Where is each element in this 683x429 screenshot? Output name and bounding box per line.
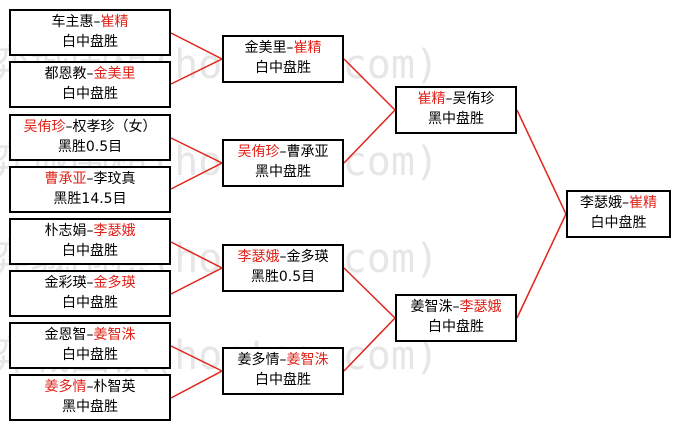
match-box-r1-8: 姜多情–朴智英 黑中盘胜: [9, 374, 171, 421]
match-result: 白中盘胜: [62, 295, 118, 311]
player-b: 姜智洙: [286, 352, 329, 368]
match-result: 白中盘胜: [62, 34, 118, 50]
separator: –: [452, 299, 460, 315]
player-b: 崔精: [100, 14, 129, 30]
connector-line: [343, 267, 397, 372]
player-a: 李瑟娥: [580, 195, 622, 211]
player-a: 朴志娟: [44, 223, 87, 239]
match-result: 黑胜14.5目: [53, 191, 127, 207]
separator: –: [86, 327, 94, 343]
connector-line: [343, 58, 397, 164]
match-result: 白中盘胜: [62, 243, 118, 259]
separator: –: [622, 195, 629, 211]
player-b: 吴侑珍: [452, 91, 495, 107]
match-result: 黑中盘胜: [62, 399, 118, 415]
match-box-r1-7: 金恩智–姜智洙 白中盘胜: [9, 322, 171, 369]
match-result: 白中盘胜: [255, 60, 311, 76]
player-a: 崔精: [417, 91, 446, 107]
player-a: 金恩智: [44, 327, 87, 343]
match-box-r1-4: 曹承亚–李玟真 黑胜14.5目: [9, 166, 171, 213]
match-box-r1-1: 车主惠–崔精 白中盘胜: [9, 9, 171, 56]
player-a: 李瑟娥: [237, 249, 280, 265]
separator: –: [65, 119, 73, 135]
match-box-r1-2: 都恩教–金美里 白中盘胜: [9, 61, 171, 108]
connector-line: [516, 109, 567, 319]
match-box-semi-1: 崔精–吴侑珍 黑中盘胜: [395, 86, 517, 134]
connector-line: [170, 345, 224, 399]
match-box-r1-6: 金彩瑛–金多瑛 白中盘胜: [9, 270, 171, 317]
player-a: 曹承亚: [44, 171, 87, 187]
player-b: 曹承亚: [286, 144, 329, 160]
player-a: 吴侑珍: [23, 119, 66, 135]
match-box-semi-2: 姜智洙–李瑟娥 白中盘胜: [395, 294, 517, 342]
match-result: 白中盘胜: [428, 319, 484, 335]
match-result: 黑中盘胜: [255, 164, 311, 180]
connector-line: [170, 32, 224, 85]
separator: –: [286, 40, 294, 56]
match-box-r2-1: 金美里–崔精 白中盘胜: [222, 35, 344, 83]
separator: –: [86, 171, 94, 187]
match-box-r2-3: 李瑟娥–金多瑛 黑胜0.5目: [222, 244, 344, 292]
player-b: 权孝珍（女）: [72, 119, 157, 135]
match-box-r1-3: 吴侑珍–权孝珍（女） 黑胜0.5目: [9, 114, 171, 161]
player-a: 都恩教: [44, 66, 87, 82]
separator: –: [86, 275, 94, 291]
player-b: 崔精: [629, 195, 657, 211]
player-a: 车主惠: [51, 14, 94, 30]
player-b: 李玟真: [93, 171, 136, 187]
player-a: 姜多情: [44, 379, 87, 395]
connector-line: [170, 137, 224, 190]
match-result: 白中盘胜: [62, 347, 118, 363]
player-a: 金美里: [244, 40, 287, 56]
match-result: 白中盘胜: [590, 215, 647, 231]
match-result: 黑中盘胜: [428, 111, 484, 127]
player-b: 朴智英: [93, 379, 136, 395]
separator: –: [279, 249, 287, 265]
match-box-r2-4: 姜多情–姜智洙 白中盘胜: [222, 347, 344, 395]
player-b: 李瑟娥: [93, 223, 136, 239]
player-a: 吴侑珍: [237, 144, 280, 160]
separator: –: [93, 14, 101, 30]
match-box-r1-5: 朴志娟–李瑟娥 白中盘胜: [9, 218, 171, 265]
separator: –: [279, 352, 287, 368]
separator: –: [279, 144, 287, 160]
match-box-final: 李瑟娥–崔精 白中盘胜: [566, 190, 671, 238]
player-b: 金美里: [93, 66, 136, 82]
player-b: 崔精: [293, 40, 322, 56]
separator: –: [86, 379, 94, 395]
match-result: 白中盘胜: [255, 372, 311, 388]
player-b: 姜智洙: [93, 327, 136, 343]
player-a: 姜多情: [237, 352, 280, 368]
match-result: 黑胜0.5目: [250, 269, 316, 285]
player-a: 姜智洙: [410, 299, 453, 315]
match-result: 黑胜0.5目: [57, 139, 123, 155]
connector-line: [170, 241, 224, 295]
match-box-r2-2: 吴侑珍–曹承亚 黑中盘胜: [222, 139, 344, 187]
match-result: 白中盘胜: [62, 86, 118, 102]
separator: –: [86, 223, 94, 239]
player-b: 李瑟娥: [459, 299, 502, 315]
player-b: 金多瑛: [93, 275, 136, 291]
separator: –: [445, 91, 453, 107]
player-a: 金彩瑛: [44, 275, 87, 291]
separator: –: [86, 66, 94, 82]
player-b: 金多瑛: [286, 249, 329, 265]
